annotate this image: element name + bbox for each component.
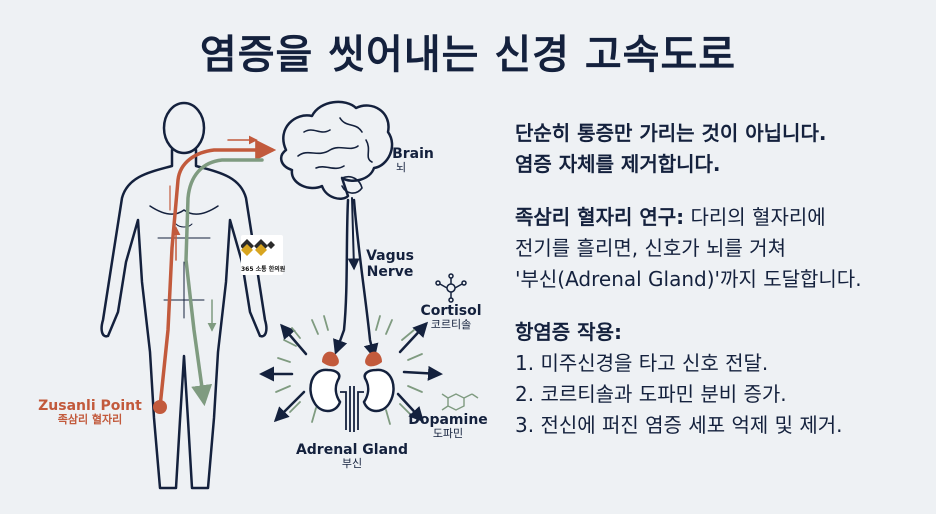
molecule-icon-cortisol bbox=[435, 273, 467, 303]
dopamine-label-en: Dopamine bbox=[408, 412, 488, 428]
dopamine-label: Dopamine 도파민 bbox=[406, 412, 490, 441]
cortisol-label-en: Cortisol bbox=[420, 303, 482, 319]
zusanli-label-en: Zusanli Point bbox=[38, 398, 142, 414]
page-title: 염증을 씻어내는 신경 고속도로 bbox=[199, 32, 737, 78]
brain-label: Brain 뇌 bbox=[388, 146, 438, 175]
vagus-nerve-path bbox=[333, 197, 379, 359]
brain-label-en: Brain bbox=[392, 146, 434, 162]
research-line-1: 족삼리 혈자리 연구: 다리의 혈자리에 bbox=[515, 202, 925, 233]
adrenal-gland-label: Adrenal Gland 부신 bbox=[286, 442, 418, 471]
dopamine-label-ko: 도파민 bbox=[432, 427, 464, 441]
research-title: 족삼리 혈자리 연구: bbox=[515, 205, 685, 229]
adrenal-label-en: Adrenal Gland bbox=[295, 442, 409, 458]
clinic-logo-mark bbox=[240, 239, 275, 256]
cortisol-label: Cortisol 코르티솔 bbox=[414, 303, 488, 332]
effect-item-3: 3. 전신에 퍼진 염증 세포 억제 및 제거. bbox=[515, 413, 843, 437]
signal-path-up bbox=[158, 135, 277, 409]
effect-item-2: 2. 코르티솔과 도파민 분비 증가. bbox=[515, 382, 787, 406]
zusanli-label-ko: 족삼리 혈자리 bbox=[57, 413, 123, 427]
research-line-1-rest: 다리의 혈자리에 bbox=[684, 205, 826, 229]
intro-line-2: 염증 자체를 제거합니다. bbox=[515, 152, 721, 176]
zusanli-point-label: Zusanli Point 족삼리 혈자리 bbox=[30, 398, 150, 427]
explanation-panel: 단순히 통증만 가리는 것이 아닙니다. 염증 자체를 제거합니다. 족삼리 혈… bbox=[515, 118, 925, 441]
cortisol-label-ko: 코르티솔 bbox=[430, 318, 472, 332]
molecule-icon-dopamine bbox=[441, 393, 479, 411]
clinic-logo-icon: 365 소통 한의원 bbox=[240, 235, 286, 275]
intro-line-1: 단순히 통증만 가리는 것이 아닙니다. bbox=[515, 121, 827, 145]
effect-item-1: 1. 미주신경을 타고 신호 전달. bbox=[515, 351, 769, 375]
brain-icon bbox=[279, 100, 394, 200]
vagus-label-line1: Vagus bbox=[366, 248, 414, 264]
research-line-2: 전기를 흘리면, 신호가 뇌를 거쳐 bbox=[515, 236, 786, 260]
radiating-effect-lines bbox=[259, 315, 443, 425]
kidney-icon-left bbox=[309, 351, 342, 413]
signal-path-down bbox=[184, 158, 264, 407]
renal-vessels bbox=[340, 386, 364, 432]
effect-title: 항염증 작용: bbox=[515, 320, 622, 344]
human-body-icon bbox=[100, 101, 268, 490]
research-line-3: '부신(Adrenal Gland)'까지 도달합니다. bbox=[515, 267, 862, 291]
vagus-nerve-label: Vagus Nerve bbox=[360, 248, 420, 280]
zusanli-point-marker bbox=[153, 400, 167, 414]
brain-label-ko: 뇌 bbox=[396, 161, 407, 175]
adrenal-label-ko: 부신 bbox=[341, 457, 363, 471]
clinic-logo-text: 365 소통 한의원 bbox=[241, 266, 286, 273]
vagus-label-line2: Nerve bbox=[366, 264, 414, 281]
kidney-icon-right bbox=[362, 351, 395, 413]
